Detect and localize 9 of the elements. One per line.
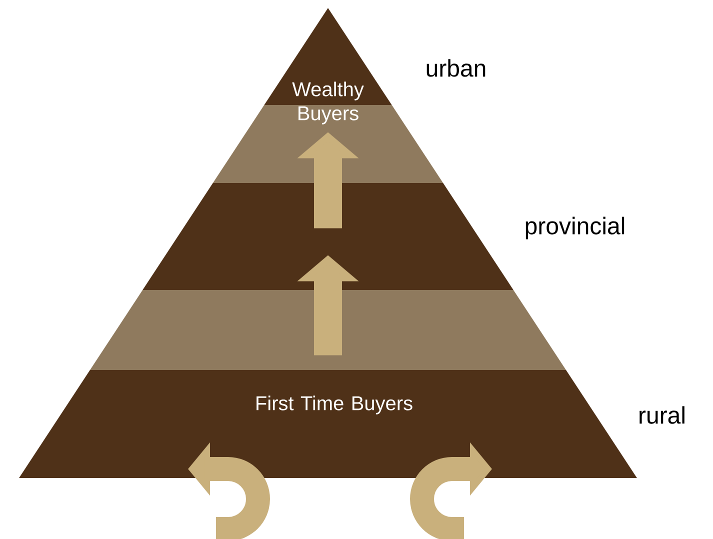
side-label: rural: [640, 406, 684, 424]
pyramid-band: First Time Buyers: [19, 370, 637, 478]
pyramid-band: [212, 105, 444, 183]
side-label: urban: [426, 59, 486, 77]
pyramid-band: [142, 183, 514, 290]
side-label: provincial: [526, 216, 624, 240]
pyramid-band: [90, 290, 566, 370]
node-label: Buyers: [298, 106, 358, 124]
pyramid-band: Wealthy Buyers: [264, 8, 392, 124]
